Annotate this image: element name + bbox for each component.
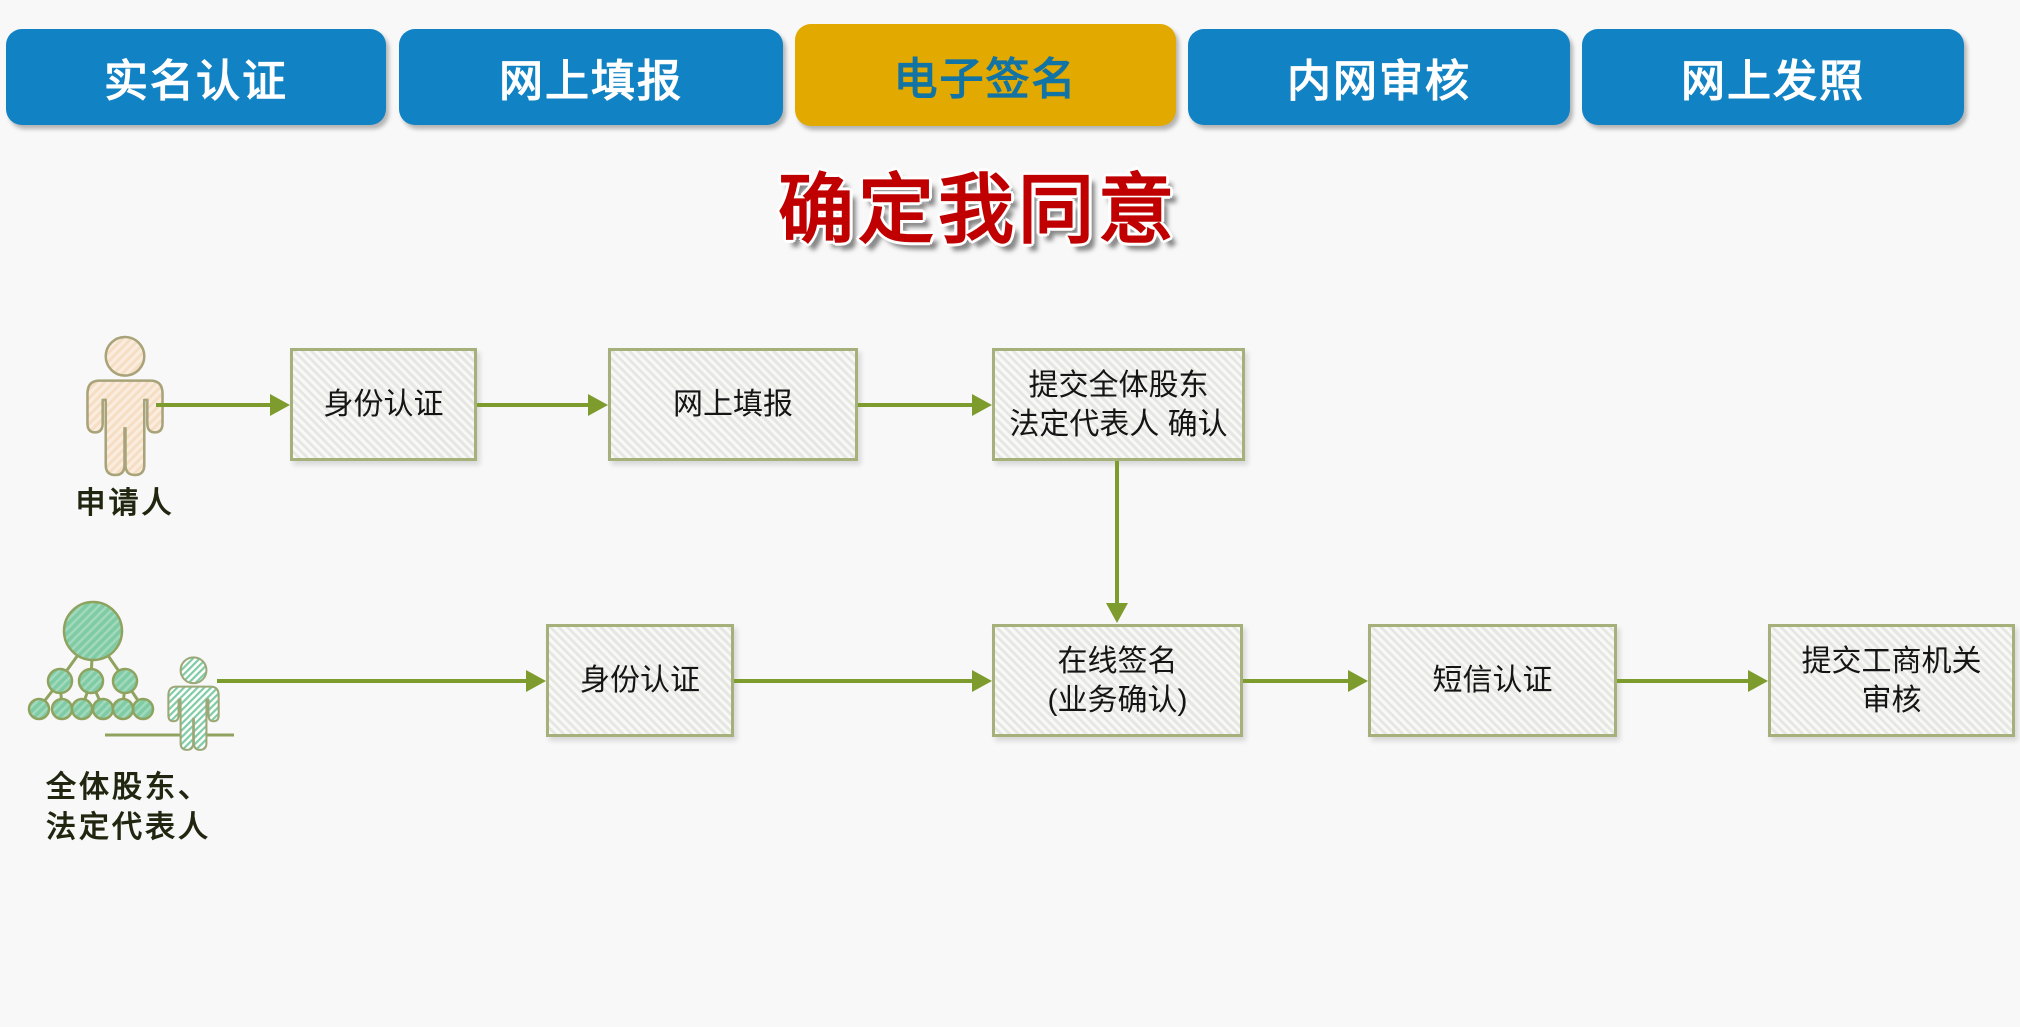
arrow-head-icon [972, 394, 992, 416]
arrow-head-icon [1106, 603, 1128, 623]
tab-real-name-auth[interactable]: 实名认证 [6, 29, 386, 125]
flow-box-line: 提交全体股东 [1028, 368, 1209, 402]
tab-online-license[interactable]: 网上发照 [1582, 29, 1964, 125]
page-title: 确定我同意 [778, 168, 1178, 253]
tab-intranet-review[interactable]: 内网审核 [1188, 29, 1570, 125]
arrow-shaft [734, 679, 972, 683]
flow-box-line: 网上填报 [673, 388, 793, 421]
arrow-shaft [1617, 679, 1748, 683]
flow-arrow [477, 394, 608, 416]
flow-box-identity-auth-1: 身份认证 [290, 348, 477, 461]
tab-e-signature[interactable]: 电子签名 [795, 24, 1176, 126]
shareholders-label: 全体股东、 法定代表人 [46, 768, 306, 848]
arrow-shaft [1243, 679, 1348, 683]
flow-arrow [858, 394, 992, 416]
arrow-head-icon [270, 394, 290, 416]
arrow-head-icon [1748, 670, 1768, 692]
flow-arrow [734, 670, 992, 692]
applicant-label: 申请人 [75, 487, 175, 520]
arrow-shaft [1115, 461, 1119, 603]
flow-box-line: (业务确认) [1047, 683, 1188, 717]
flow-box-line: 法定代表人 确认 [1009, 407, 1228, 441]
flow-arrow [156, 394, 290, 416]
arrow-head-icon [1348, 670, 1368, 692]
flow-box-submit-review: 提交工商机关 审核 [1768, 624, 2015, 737]
flow-arrow [1617, 670, 1768, 692]
flow-box-line: 提交工商机关 [1801, 644, 1982, 678]
arrow-shaft [477, 403, 588, 407]
flow-box-line: 审核 [1861, 683, 1922, 717]
flow-box-submit-confirmation: 提交全体股东 法定代表人 确认 [992, 348, 1245, 461]
arrow-shaft [217, 679, 526, 683]
arrow-shaft [858, 403, 972, 407]
shareholders-label-line1: 全体股东、 [46, 771, 211, 804]
flow-box-line: 短信认证 [1432, 664, 1553, 697]
flow-arrow [217, 670, 546, 692]
shareholders-label-line2: 法定代表人 [46, 811, 211, 844]
arrow-shaft [156, 403, 270, 407]
arrow-head-icon [526, 670, 546, 692]
flow-arrow-down [1106, 461, 1128, 623]
arrow-head-icon [972, 670, 992, 692]
flow-box-online-signature: 在线签名 (业务确认) [992, 624, 1243, 737]
flow-box-identity-auth-2: 身份认证 [546, 624, 734, 737]
person-icon [84, 335, 166, 482]
flow-box-line: 身份认证 [580, 664, 700, 697]
arrow-head-icon [588, 394, 608, 416]
flow-box-line: 身份认证 [323, 388, 444, 421]
flow-arrow [1243, 670, 1368, 692]
flow-box-online-filing: 网上填报 [608, 348, 858, 461]
org-chart-group-icon [22, 596, 237, 773]
tab-online-filing[interactable]: 网上填报 [399, 29, 783, 125]
flow-box-line: 在线签名 [1057, 644, 1178, 678]
flow-box-sms-auth: 短信认证 [1368, 624, 1617, 737]
